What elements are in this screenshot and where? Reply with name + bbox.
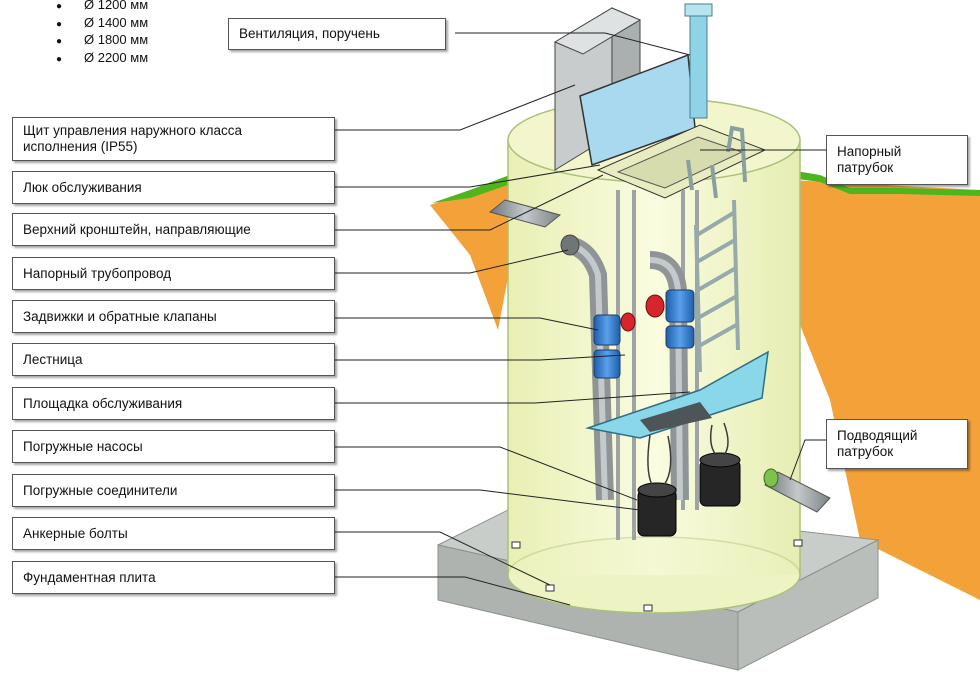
service-platform (585, 350, 769, 439)
valves (593, 289, 695, 379)
ladder (694, 199, 740, 373)
submersible-pumps (637, 452, 741, 537)
label-pumps: Погружные насосы (12, 430, 335, 463)
bullet-icon: ● (56, 18, 63, 30)
bullet-icon: ● (56, 53, 63, 65)
bullet-icon: ● (56, 36, 63, 47)
diameter-item: ●Ø 1200 мм (56, 0, 148, 14)
ventilation-pipe (689, 9, 708, 119)
diameter-item: ●Ø 1400 мм (56, 14, 148, 32)
label-control-panel: Щит управления наружного класса исполнен… (12, 117, 335, 161)
label-ladder: Лестница (12, 343, 335, 376)
label-inlet-nozzle: Подводящий патрубок (826, 419, 968, 469)
foundation-right (737, 539, 879, 671)
label-anchor-bolts: Анкерные болты (12, 517, 335, 550)
label-service-platform: Площадка обслуживания (12, 387, 335, 420)
leader-lines (335, 32, 826, 606)
diameter-item: ●Ø 2200 мм (56, 49, 148, 67)
handrail (686, 125, 747, 199)
label-pressure-nozzle: Напорный патрубок (826, 135, 968, 185)
bullet-icon: ● (56, 1, 63, 12)
diameter-item: ●Ø 1800 мм (56, 31, 148, 49)
label-connectors: Погружные соединители (12, 474, 335, 507)
anchor-bolt-marks (511, 539, 803, 612)
label-pressure-pipeline: Напорный трубопровод (12, 257, 335, 290)
label-service-hatch: Люк обслуживания (12, 171, 335, 204)
label-bracket-guides: Верхний кронштейн, направляющие (12, 213, 335, 246)
pump-cables (647, 422, 729, 486)
soil-right (790, 180, 980, 600)
label-ventilation: Вентиляция, поручень (228, 18, 446, 50)
label-valves: Задвижки и обратные клапаны (12, 300, 335, 333)
grass-right (790, 170, 980, 196)
label-foundation-slab: Фундаментная плита (12, 561, 335, 594)
diameter-list: ●Ø 1200 мм ●Ø 1400 мм ●Ø 1800 мм ●Ø 2200… (56, 0, 148, 66)
